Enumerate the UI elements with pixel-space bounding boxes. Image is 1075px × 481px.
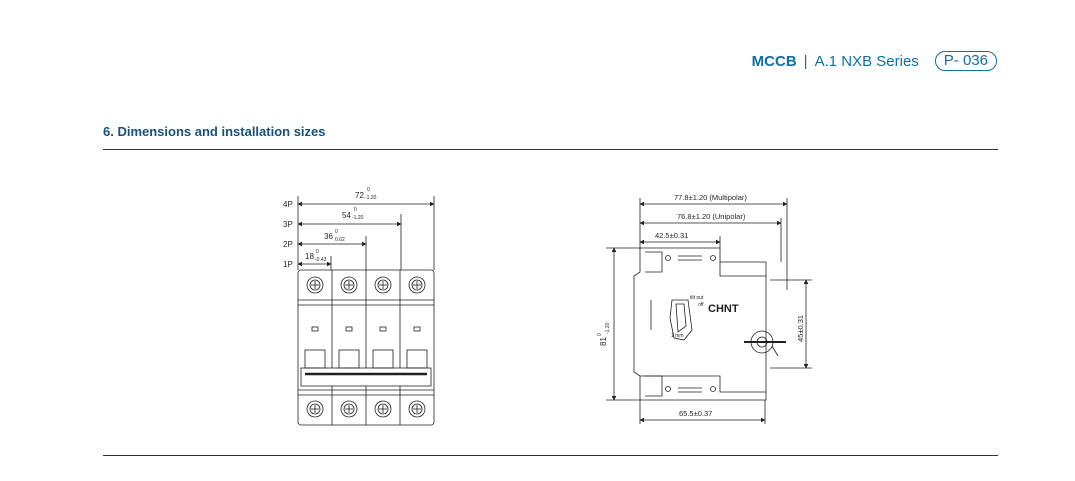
dim-3p-tol-upper: 0 — [354, 207, 357, 213]
dim-1p-tol-upper: 0 — [316, 249, 319, 255]
dim-3p-tol-lower: -1.20 — [352, 215, 364, 221]
pole-label-4p: 4P — [283, 200, 293, 209]
top-divider — [103, 149, 998, 150]
dim-4p-tol-lower: -1.20 — [365, 195, 377, 201]
header-separator: | — [803, 52, 808, 70]
dim-1p-nominal: 18 — [305, 252, 314, 261]
section-title: 6. Dimensions and installation sizes — [103, 124, 326, 139]
terminal-screw-icon-row-bottom — [306, 400, 426, 418]
pole-label-1p: 1P — [283, 260, 293, 269]
dim-2p-tol-upper: 0 — [335, 229, 338, 235]
dim-rail-depth-text: 42.5±0.31 — [655, 231, 688, 240]
page-number-badge: P- 036 — [934, 51, 997, 71]
pole-indicators — [304, 326, 428, 369]
dim-multipolar-text: 77.8±1.20 (Multipolar) — [674, 193, 747, 202]
dim-4p-tol-upper: 0 — [367, 187, 370, 193]
label-off: off — [698, 302, 704, 308]
dim-unipolar-text: 76.8±1.20 (Unipolar) — [677, 212, 746, 221]
dim-2p-tol-lower: 0.62 — [335, 237, 345, 243]
dim-height-nominal: 81 — [599, 337, 608, 346]
dim-1p-tol-lower: -0.43 — [315, 257, 327, 263]
page-header: MCCB | A.1 NXB Series P- 036 — [752, 51, 997, 71]
dim-4p-nominal: 72 — [355, 191, 364, 200]
brand-logo: CHNT — [708, 303, 739, 315]
pole-label-2p: 2P — [283, 240, 293, 249]
dim-height-tol-lower: -1.20 — [605, 322, 611, 334]
breaker-side-body — [633, 247, 786, 401]
dim-3p-nominal: 54 — [342, 211, 351, 220]
pole-label-3p: 3P — [283, 220, 293, 229]
breaker-front-body — [297, 269, 435, 426]
label-tilt-out: tilt out — [690, 295, 704, 301]
header-category: MCCB — [751, 52, 797, 70]
dim-height-tol-upper: 0 — [597, 333, 603, 336]
dim-rail-height-text: 45±0.31 — [796, 315, 805, 342]
label-on-side: 1 mm — [671, 333, 684, 339]
terminal-screw-icon-row-top — [306, 276, 426, 294]
header-series: A.1 NXB Series — [814, 52, 919, 70]
dim-base-depth-text: 65.5±0.37 — [679, 409, 712, 418]
front-view-drawing: 4P 3P 2P 1P 72 0 -1.20 54 0 -1.20 36 0 0… — [283, 187, 435, 426]
bottom-divider — [103, 455, 998, 456]
dim-2p-nominal: 36 — [324, 232, 333, 241]
side-view-drawing: 77.8±1.20 (Multipolar) 76.8±1.20 (Unipol… — [597, 193, 812, 424]
